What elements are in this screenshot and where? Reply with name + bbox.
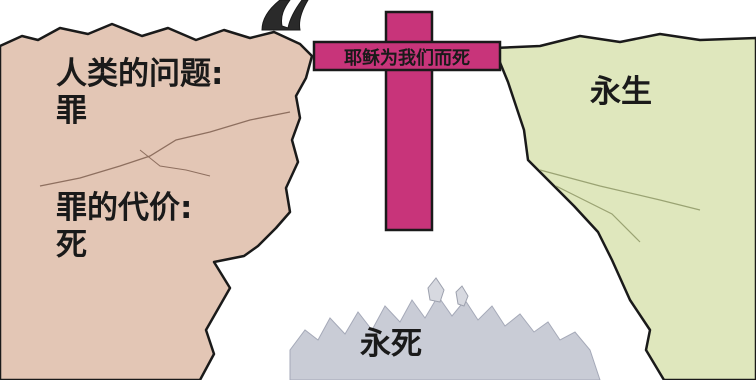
problem-value: 罪	[56, 93, 87, 130]
eternal-death-label: 永死	[360, 326, 422, 362]
penalty-title: 罪的代价:	[56, 190, 193, 226]
figure-silhouette	[261, 0, 309, 31]
eternal-life-label: 永生	[590, 74, 652, 110]
right-cliff-shade	[539, 169, 701, 243]
right-cliff	[492, 32, 756, 380]
cross-text: 耶稣为我们而死	[344, 48, 470, 69]
problem-label: 人类的问题: 罪	[56, 56, 223, 130]
left-cliff	[0, 22, 314, 380]
problem-title: 人类的问题:	[56, 56, 224, 92]
abyss-shape	[289, 295, 601, 380]
cross-horizontal-beam	[312, 40, 502, 72]
abyss-smoke-2	[455, 285, 469, 307]
penalty-value: 死	[56, 227, 87, 264]
abyss-smoke-1	[427, 277, 445, 303]
penalty-label: 罪的代价: 死	[56, 190, 192, 264]
left-cliff-crack-1	[39, 111, 291, 187]
left-cliff-crack-2	[139, 149, 211, 177]
